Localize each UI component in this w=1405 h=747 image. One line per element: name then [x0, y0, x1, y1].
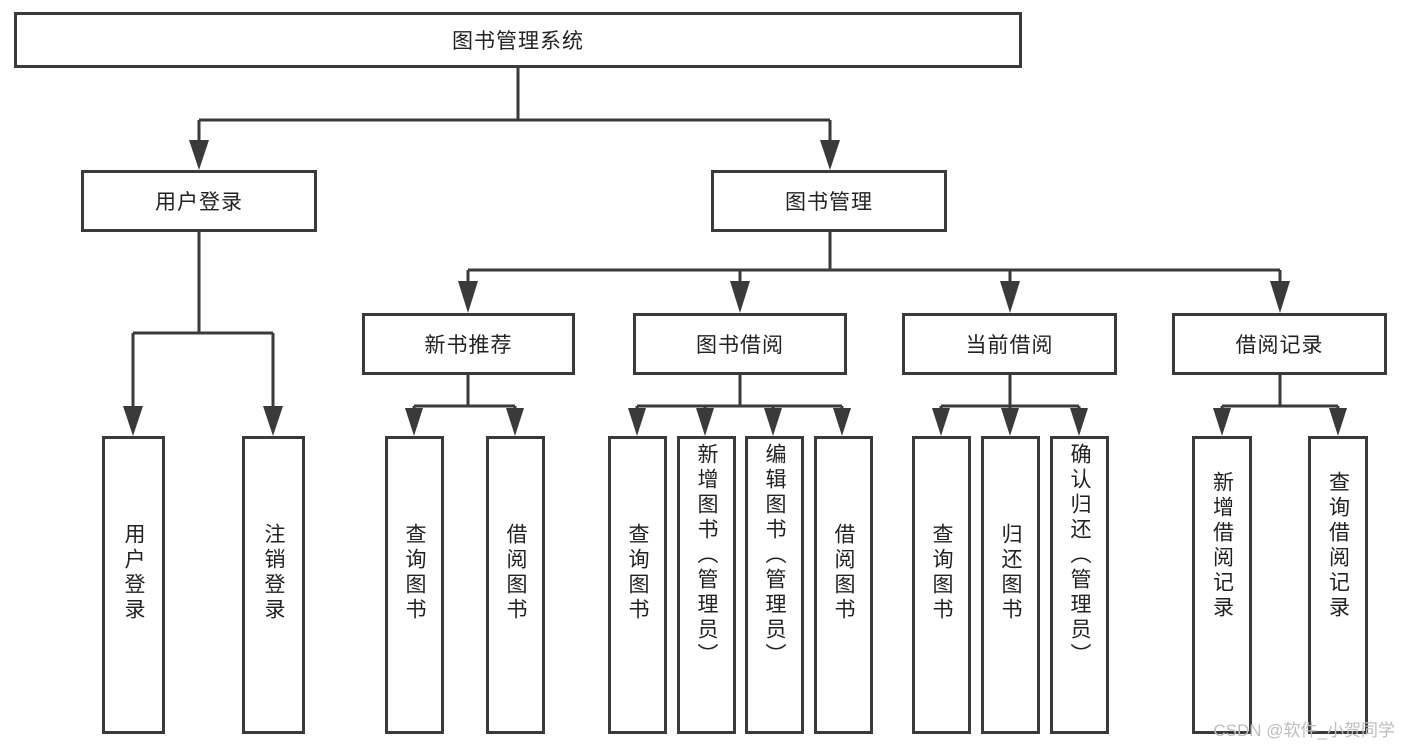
arrow-borrowrecord-leaf2 — [1329, 408, 1347, 436]
connector-group-root — [189, 68, 840, 170]
node-book-manage-label: 图书管理 — [785, 191, 873, 214]
leaf-borrow-book-1-label: 借阅图书 — [504, 523, 527, 623]
arrow-newbook-leaf2 — [506, 408, 524, 436]
connector-group-borrowrecord — [1213, 375, 1347, 436]
arrow-userlogin-leaf1 — [123, 406, 143, 436]
leaf-query-book-3-label: 查询图书 — [930, 523, 953, 623]
connector-group-bookmanage — [458, 232, 1290, 313]
leaf-confirm-return[interactable]: 确认归还（管理员） — [1050, 436, 1109, 734]
leaf-query-book-1[interactable]: 查询图书 — [385, 436, 444, 734]
arrow-currentborrow-leaf2 — [1001, 408, 1019, 436]
arrow-root-to-bookmanage — [820, 140, 840, 170]
node-borrow-record[interactable]: 借阅记录 — [1172, 313, 1387, 375]
leaf-query-book-3[interactable]: 查询图书 — [912, 436, 971, 734]
leaf-query-book-2[interactable]: 查询图书 — [608, 436, 667, 734]
leaf-add-record-label: 新增借阅记录 — [1210, 471, 1234, 621]
node-user-login-label: 用户登录 — [155, 191, 243, 214]
leaf-query-book-2-label: 查询图书 — [626, 523, 649, 623]
leaf-borrow-book-2[interactable]: 借阅图书 — [814, 436, 873, 734]
leaf-add-book[interactable]: 新增图书（管理员） — [677, 436, 736, 734]
leaf-edit-book-label: 编辑图书（管理员） — [763, 443, 786, 668]
leaf-query-book-1-label: 查询图书 — [403, 523, 426, 623]
arrow-bm-to-newbook — [458, 281, 478, 313]
connector-group-currentborrow — [932, 375, 1088, 436]
node-root-label: 图书管理系统 — [452, 30, 584, 53]
arrow-bm-to-currentborrow — [1000, 281, 1020, 313]
node-user-login[interactable]: 用户登录 — [81, 170, 317, 232]
connector-group-newbook — [405, 375, 524, 436]
arrow-newbook-leaf1 — [405, 408, 423, 436]
leaf-add-record[interactable]: 新增借阅记录 — [1192, 436, 1252, 734]
leaf-user-login[interactable]: 用户登录 — [102, 436, 165, 734]
leaf-return-book-label: 归还图书 — [999, 523, 1022, 623]
node-book-borrow-label: 图书借阅 — [696, 334, 784, 357]
arrow-bookborrow-leaf4 — [833, 408, 851, 436]
leaf-add-book-label: 新增图书（管理员） — [695, 443, 718, 668]
arrow-bookborrow-leaf1 — [628, 408, 646, 436]
node-new-book-recommend[interactable]: 新书推荐 — [362, 313, 575, 375]
node-current-borrow-label: 当前借阅 — [965, 334, 1054, 357]
leaf-query-record[interactable]: 查询借阅记录 — [1308, 436, 1368, 734]
leaf-query-record-label: 查询借阅记录 — [1326, 471, 1350, 621]
leaf-borrow-book-1[interactable]: 借阅图书 — [486, 436, 545, 734]
connector-group-bookborrow — [628, 375, 851, 436]
node-book-borrow[interactable]: 图书借阅 — [633, 313, 847, 375]
arrow-bookborrow-leaf3 — [764, 408, 782, 436]
arrow-currentborrow-leaf1 — [932, 408, 950, 436]
node-current-borrow[interactable]: 当前借阅 — [902, 313, 1117, 375]
node-new-book-recommend-label: 新书推荐 — [424, 334, 513, 357]
node-borrow-record-label: 借阅记录 — [1235, 334, 1324, 357]
connector-group-userlogin — [123, 232, 283, 436]
arrow-userlogin-leaf2 — [263, 406, 283, 436]
leaf-user-logout[interactable]: 注销登录 — [242, 436, 305, 734]
arrow-bm-to-borrowrecord — [1270, 281, 1290, 313]
leaf-return-book[interactable]: 归还图书 — [981, 436, 1040, 734]
node-book-manage[interactable]: 图书管理 — [711, 170, 947, 232]
leaf-borrow-book-2-label: 借阅图书 — [832, 523, 855, 623]
arrow-bm-to-bookborrow — [730, 281, 750, 313]
arrow-bookborrow-leaf2 — [696, 408, 714, 436]
leaf-confirm-return-label: 确认归还（管理员） — [1068, 443, 1091, 668]
leaf-edit-book[interactable]: 编辑图书（管理员） — [745, 436, 804, 734]
arrow-currentborrow-leaf3 — [1070, 408, 1088, 436]
node-root[interactable]: 图书管理系统 — [14, 12, 1022, 68]
leaf-user-logout-label: 注销登录 — [262, 523, 285, 623]
arrow-borrowrecord-leaf1 — [1213, 408, 1231, 436]
arrow-root-to-userlogin — [189, 140, 209, 170]
leaf-user-login-label: 用户登录 — [122, 523, 145, 623]
